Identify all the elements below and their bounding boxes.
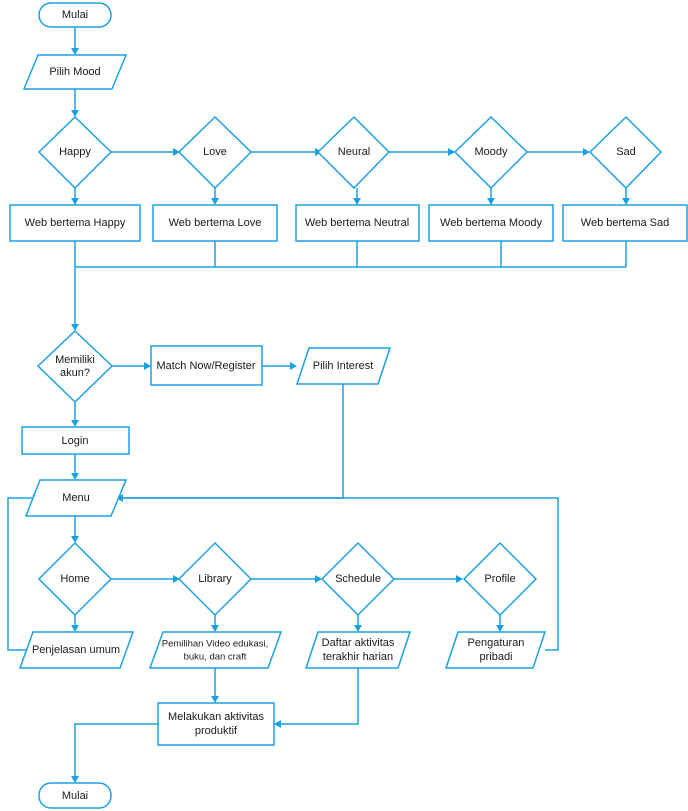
- end-terminator: Mulai: [38, 782, 112, 809]
- process-web-neutral: Web bertema Neutral: [295, 204, 420, 242]
- arrowhead: [116, 494, 123, 502]
- edge-interest-to-menu: [122, 384, 344, 499]
- arrowhead: [211, 625, 219, 632]
- decision-profile: Profile: [462, 541, 538, 617]
- decision-happy: Happy: [37, 115, 113, 190]
- love-label: Love: [203, 146, 227, 158]
- process-web-moody: Web bertema Moody: [428, 204, 554, 242]
- process-web-love: Web bertema Love: [152, 204, 278, 242]
- daftar-aktivitas-label-line2: terakhir harian: [323, 651, 393, 663]
- arrowhead: [144, 362, 151, 370]
- home-label: Home: [60, 573, 89, 585]
- pilih-interest-label: Pilih Interest: [313, 360, 374, 372]
- neural-label: Neural: [338, 146, 370, 158]
- happy-label: Happy: [59, 146, 91, 158]
- arrowhead: [496, 625, 504, 632]
- schedule-label: Schedule: [335, 573, 381, 585]
- start-label: Mulai: [62, 9, 88, 21]
- profile-label: Profile: [484, 573, 515, 585]
- daftar-aktivitas-output: Daftar aktivitas terakhir harian: [304, 631, 412, 669]
- arrowhead: [448, 148, 455, 156]
- arrowhead: [315, 575, 322, 583]
- arrowhead: [353, 198, 361, 205]
- arrowhead: [583, 148, 590, 156]
- arrowhead: [71, 110, 79, 117]
- pengaturan-pribadi-output: Pengaturan pribadi: [444, 631, 547, 669]
- decision-love: Love: [177, 115, 253, 190]
- process-web-sad: Web bertema Sad: [562, 204, 688, 242]
- connectors: [7, 27, 630, 783]
- pemilihan-video-label-line2: buku, dan craft: [184, 652, 247, 663]
- arrowhead: [456, 575, 463, 583]
- edge-pengaturan-to-menu: [122, 497, 559, 651]
- arrowhead: [173, 575, 180, 583]
- process-login: Login: [21, 426, 130, 455]
- process-melakukan-aktivitas: Melakukan aktivitas produktif: [157, 702, 275, 746]
- pilih-mood-input: Pilih Mood: [22, 54, 128, 90]
- process-web-happy: Web bertema Happy: [9, 204, 141, 242]
- arrowhead: [71, 198, 79, 205]
- web-sad-label: Web bertema Sad: [581, 217, 669, 229]
- pengaturan-pribadi-label-line2: pribadi: [479, 651, 512, 663]
- moody-label: Moody: [474, 146, 508, 158]
- pengaturan-pribadi-label-line1: Pengaturan: [468, 637, 525, 649]
- decision-neural: Neural: [316, 115, 391, 190]
- penjelasan-umum-label: Penjelasan umum: [32, 644, 120, 656]
- penjelasan-umum-output: Penjelasan umum: [18, 631, 135, 669]
- library-label: Library: [198, 573, 232, 585]
- daftar-aktivitas-label-line1: Daftar aktivitas: [322, 637, 395, 649]
- edge-penjelasan-to-menu: [7, 497, 34, 651]
- start-terminator: Mulai: [38, 2, 112, 28]
- decision-memiliki-akun: Memiliki akun?: [36, 329, 114, 404]
- web-happy-label: Web bertema Happy: [25, 217, 126, 229]
- edge-daftar-to-melakukan: [280, 668, 359, 725]
- arrowhead: [487, 198, 495, 205]
- decision-library: Library: [177, 541, 253, 617]
- process-match-now: Match Now/Register: [150, 345, 263, 386]
- pilih-interest-input: Pilih Interest: [295, 347, 392, 385]
- arrowhead: [71, 776, 79, 783]
- decision-home: Home: [37, 541, 113, 617]
- decision-moody: Moody: [453, 115, 529, 190]
- login-label: Login: [62, 435, 89, 447]
- arrowhead: [622, 198, 630, 205]
- arrowhead: [211, 198, 219, 205]
- end-label: Mulai: [62, 790, 88, 802]
- arrowhead: [211, 696, 219, 703]
- menu-input: Menu: [24, 479, 128, 517]
- arrowhead: [290, 362, 297, 370]
- arrowhead: [71, 473, 79, 480]
- menu-label: Menu: [62, 492, 90, 504]
- arrowhead: [274, 720, 281, 728]
- match-now-label: Match Now/Register: [156, 360, 255, 372]
- pemilihan-video-label-line1: Pemilihan Video edukasi,: [162, 639, 269, 650]
- decision-sad: Sad: [588, 115, 663, 190]
- arrowhead: [354, 625, 362, 632]
- pilih-mood-label: Pilih Mood: [49, 66, 100, 78]
- decision-schedule: Schedule: [320, 541, 396, 617]
- pemilihan-video-output: Pemilihan Video edukasi, buku, dan craft: [148, 631, 283, 669]
- arrowhead: [71, 536, 79, 543]
- melakukan-aktivitas-label-line2: produktif: [195, 725, 238, 737]
- sad-label: Sad: [616, 146, 636, 158]
- memiliki-akun-label-line2: akun?: [60, 367, 90, 379]
- memiliki-akun-label-line1: Memiliki: [55, 354, 95, 366]
- arrowhead: [71, 324, 79, 331]
- web-neutral-label: Web bertema Neutral: [305, 217, 409, 229]
- edge-melakukan-to-end: [74, 723, 158, 777]
- web-love-label: Web bertema Love: [169, 217, 262, 229]
- arrowhead: [173, 148, 180, 156]
- web-moody-label: Web bertema Moody: [440, 217, 542, 229]
- arrowhead: [71, 625, 79, 632]
- arrowhead: [71, 420, 79, 427]
- arrowhead: [71, 48, 79, 55]
- melakukan-aktivitas-label-line1: Melakukan aktivitas: [168, 711, 264, 723]
